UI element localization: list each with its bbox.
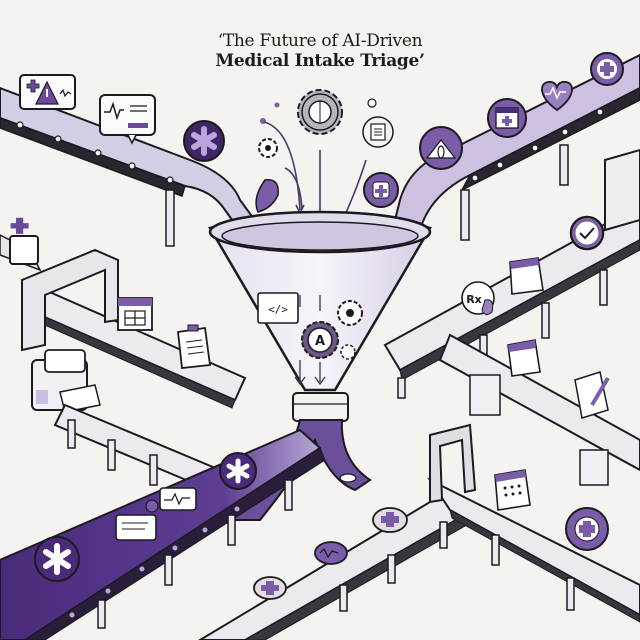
- belt-upper-right: [388, 52, 640, 257]
- title-line-1: ‘The Future of AI-Driven: [217, 31, 423, 51]
- title-line-2: Medical Intake Triage’: [215, 51, 425, 71]
- belt-middle-left: [0, 217, 247, 492]
- belt-upper-left: [0, 74, 264, 247]
- belt-bottom-left: [0, 428, 326, 640]
- brain-gear-icon: [297, 89, 343, 135]
- belt-bottom-right: [198, 423, 640, 640]
- svg-text:Rx: Rx: [466, 293, 482, 306]
- ai-core-letter: A: [315, 334, 325, 349]
- code-glyph: </>: [268, 303, 288, 316]
- belt-middle-right: Rx: [383, 148, 640, 486]
- ai-funnel: </> A: [208, 210, 432, 422]
